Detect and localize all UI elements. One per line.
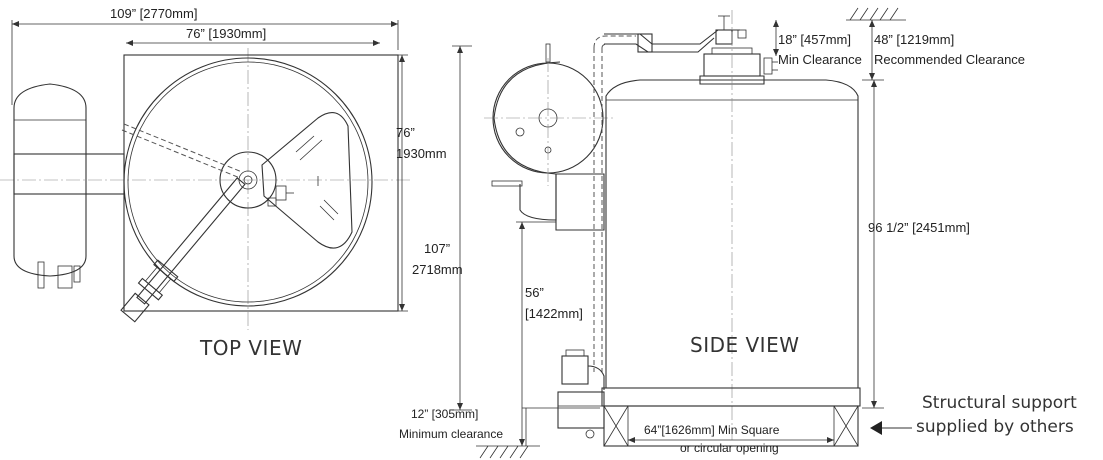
side-height-dimension-mm: 1930mm	[396, 146, 447, 161]
structural-support-note: Structural support supplied by others	[870, 393, 1077, 437]
opening-dimension: 64”[1626mm] Min Square	[644, 423, 780, 437]
overall-width-dimension: 109” [2770mm]	[110, 6, 197, 21]
side-view: 56” [1422mm] 12” [305mm] Minimum clearan…	[399, 7, 1025, 459]
side-height-dimension-inch: 76”	[396, 125, 415, 140]
inlet-height-dimension-inch: 56”	[525, 285, 544, 300]
arrow-left-icon	[870, 421, 882, 435]
min-clearance-dimension: 18” [457mm]	[778, 32, 851, 47]
structural-support-line1: Structural support	[922, 393, 1077, 413]
overall-depth-dimension-group: 107” 2718mm	[412, 45, 472, 411]
top-view: 109” [2770mm] 76” [1930mm]	[0, 6, 447, 360]
recommended-clearance-dimension: 48” [1219mm]	[874, 32, 954, 47]
overall-depth-dimension-inch: 107”	[424, 241, 450, 256]
opening-note: or circular opening	[680, 441, 779, 455]
floor-clearance-dimension: 12” [305mm]	[411, 407, 478, 421]
min-clearance-label: Min Clearance	[778, 52, 862, 67]
inner-width-dimension: 76” [1930mm]	[186, 26, 266, 41]
structural-support-line2: supplied by others	[916, 417, 1074, 437]
side-view-label: SIDE VIEW	[690, 333, 799, 357]
overall-depth-dimension-mm: 2718mm	[412, 262, 463, 277]
inlet-height-dimension-mm: [1422mm]	[525, 306, 583, 321]
recommended-clearance-label: Recommended Clearance	[874, 52, 1025, 67]
tank-height-dimension: 96 1/2” [2451mm]	[868, 220, 970, 235]
top-view-label: TOP VIEW	[199, 336, 302, 360]
floor-clearance-note: Minimum clearance	[399, 427, 503, 441]
